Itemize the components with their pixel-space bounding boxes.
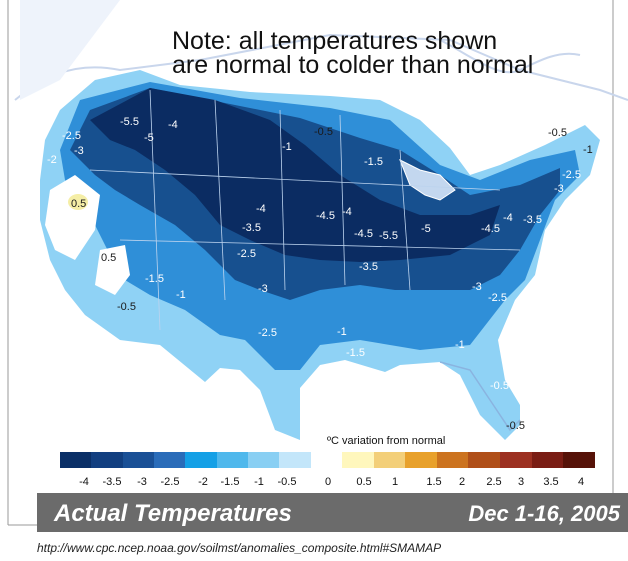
legend-tick-label: 2.5 [486,476,502,488]
legend-tick-label: 2 [458,476,466,488]
map-label: -3 [554,183,564,195]
region-darkest [90,88,500,262]
coastline-hint [439,361,521,432]
legend-swatch [122,452,155,468]
map-label: -4 [256,203,266,215]
region-near-normal [45,175,100,260]
legend-swatch [563,452,596,468]
map-label: -2.5 [62,130,81,142]
map-label: -5.5 [379,230,398,242]
map-label: -4.5 [316,210,335,222]
map-label: -0.5 [66,221,85,233]
legend-swatch [468,452,501,468]
legend-tick-label: 3 [517,476,525,488]
map-label: -4.5 [354,228,373,240]
map-label: -3.5 [242,222,261,234]
legend-swatch [342,452,374,468]
map-label: -5 [144,132,154,144]
legend-swatch [216,452,249,468]
map-label: -1 [176,289,186,301]
legend-swatch [373,452,406,468]
map-label: -1.5 [145,273,164,285]
ocean-shading [20,0,120,100]
legend-tick-label: -4 [79,476,89,488]
map-label: 0.5 [71,198,87,210]
map-label: -4 [168,119,178,131]
source-url: http://www.cpc.ncep.noaa.gov/soilmst/ano… [37,541,442,555]
legend-title: ºC variation from normal [327,435,446,447]
map-label: -0.5 [548,127,567,139]
legend-swatch [185,452,217,468]
legend-tick-label: 0 [324,476,332,488]
legend-swatch [279,452,311,468]
map-label: -3.5 [523,214,542,226]
legend-swatch [247,452,280,468]
legend-swatch [91,452,124,468]
legend-tick-label: -1.5 [220,476,240,488]
map-label: -0.5 [314,126,333,138]
note-line-1: Note: all temperatures shown [172,27,498,55]
legend-tick-label: -2 [198,476,208,488]
map-label: -1 [583,144,593,156]
banner-title: Actual Temperatures [54,500,292,527]
legend-tick-label: -3.5 [102,476,122,488]
map-label: -3 [472,281,482,293]
title-banner: Actual Temperatures Dec 1-16, 2005 [37,493,628,532]
legend-tick-label: -3 [137,476,147,488]
warm-anomaly-spot [68,194,88,210]
great-lakes [399,158,456,201]
map-label: -1 [455,339,465,351]
legend-tick-label: 4 [577,476,585,488]
map-label: -0.5 [117,301,136,313]
map-label: 0.5 [101,252,117,264]
map-label: -2.5 [562,169,581,181]
map-label: -2 [47,154,57,166]
legend-swatch [60,452,92,468]
map-label: -0.5 [506,420,525,432]
region-near-normal [95,245,130,295]
legend-swatch [500,452,532,468]
map-label: -2.5 [237,248,256,260]
legend-tick-label: -0.5 [277,476,297,488]
map-label: -5 [421,223,431,235]
map-label: -0.5 [490,380,509,392]
map-label: -5.5 [120,116,139,128]
legend-tick-label: -2.5 [160,476,180,488]
legend-tick-label: 1.5 [426,476,442,488]
note-line-2: are normal to colder than normal [172,51,534,79]
map-label: -1 [337,326,347,338]
map-label: -4.5 [481,223,500,235]
map-label: -4 [503,212,513,224]
legend-swatch [436,452,469,468]
map-label: -2.5 [488,292,507,304]
map-label: -2.5 [258,327,277,339]
map-label: -3 [74,145,84,157]
map-label: -1.5 [364,156,383,168]
map-label: -3 [258,283,268,295]
legend-swatch [405,452,438,468]
legend-swatch [153,452,186,468]
map-label: -4 [342,206,352,218]
state-borders [89,89,521,331]
coastline-hint [439,39,581,74]
map-label: -1.5 [346,347,365,359]
map-label: -1 [282,141,292,153]
banner-date: Dec 1-16, 2005 [468,501,620,526]
legend-tick-label: 3.5 [543,476,559,488]
legend-tick-label: 0.5 [356,476,372,488]
map-label: -3.5 [359,261,378,273]
legend-tick-label: 1 [391,476,399,488]
legend-tick-label: -1 [254,476,264,488]
legend-swatch [531,452,564,468]
